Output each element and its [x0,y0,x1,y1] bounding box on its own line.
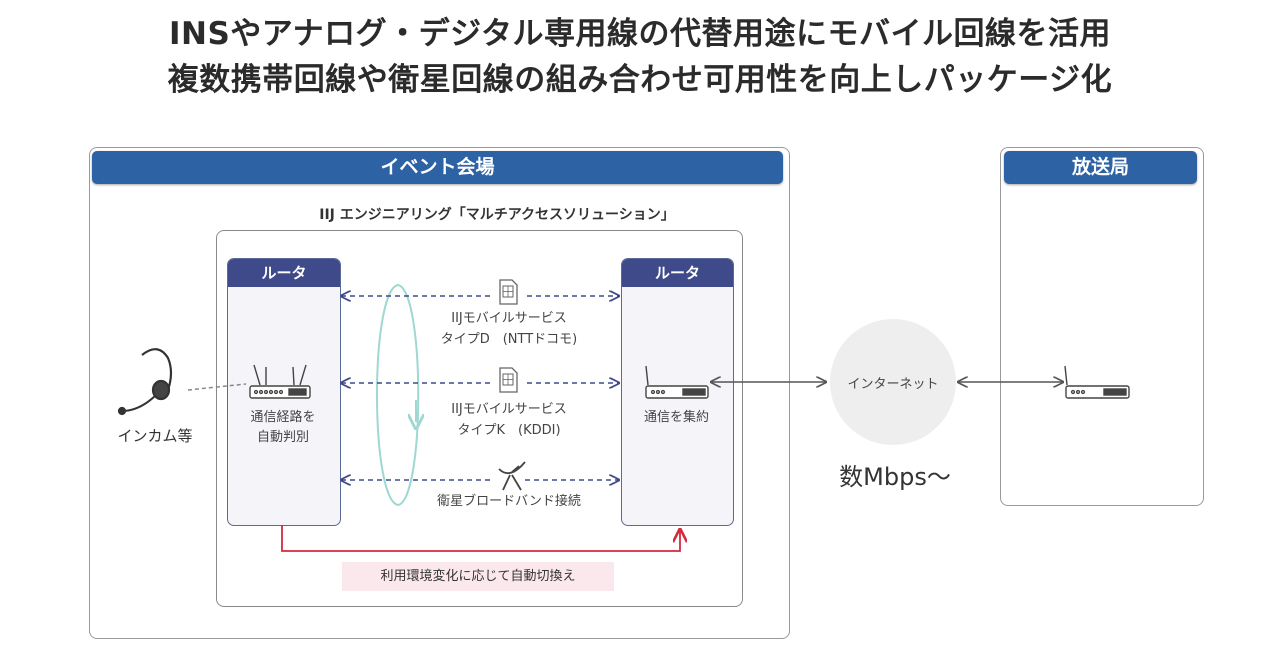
internet-label: インターネット [847,377,939,392]
left-router-header: ルータ [228,259,340,287]
headline-line-2: 複数携帯回線や衛星回線の組み合わせ可用性を向上しパッケージ化 [167,62,1113,98]
service-satellite-line-1: 衛星ブロードバンド接続 [437,494,581,509]
failover-arrow [281,525,680,552]
left-router-caption-1: 通信経路を [250,410,316,425]
solution-title: IIJ エンジニアリング「マルチアクセスソリューション」 [319,207,675,223]
right-router-header: ルータ [622,259,733,287]
broadcast-panel [1000,147,1204,506]
left-router-device-icon [249,364,311,399]
internet-speed: 数Mbps〜 [839,463,951,491]
service-docomo-line-2: タイプD (NTTドコモ) [440,332,578,347]
left-router-caption-2: 自動判別 [256,430,309,445]
left-router-box: ルータ [227,258,341,526]
service-kddi-line-2: タイプK (KDDI) [457,423,561,438]
headset-icon [117,348,173,416]
right-router-box: ルータ [621,258,734,526]
service-kddi-line-1: IIJモバイルサービス [451,402,567,417]
headset-label: インカム等 [117,427,193,445]
internet-circle [830,319,956,445]
broadcast-router-device-icon [1064,365,1130,399]
event-venue-title: イベント会場 [92,151,783,184]
sim-card-icon [499,279,518,305]
broadcast-title: 放送局 [1004,151,1197,184]
headset-link [187,383,247,391]
right-router-caption: 通信を集約 [643,410,709,425]
satellite-dish-icon [498,461,526,491]
service-docomo-line-1: IIJモバイルサービス [451,311,567,326]
headline-line-1: INSやアナログ・デジタル専用線の代替用途にモバイル回線を活用 [168,16,1112,52]
sim-card-icon [499,367,518,393]
failover-label: 利用環境変化に応じて自動切換え [342,562,614,591]
cycle-ellipse [376,284,418,507]
right-router-device-icon [645,365,709,399]
